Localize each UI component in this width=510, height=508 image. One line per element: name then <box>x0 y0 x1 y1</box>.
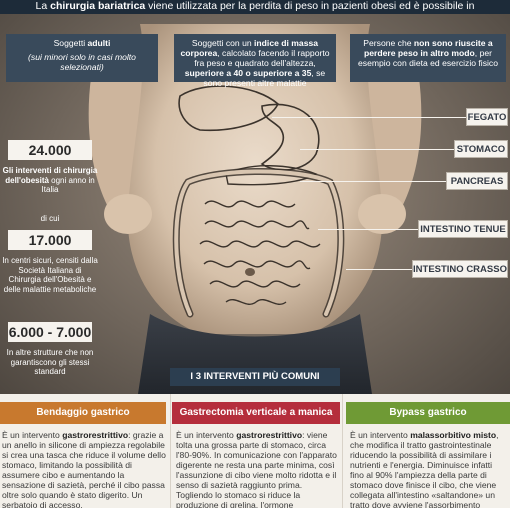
label-intestino-crasso: INTESTINO CRASSO <box>412 260 508 278</box>
infographic-header: La chirurgia bariatrica viene utilizzata… <box>0 0 510 14</box>
intervention-text-bendaggio: È un intervento gastrorestrittivo: grazi… <box>2 430 166 508</box>
stat-of-which: di cui <box>40 214 60 223</box>
criterion-bmi: Soggetti con un indice di massa corporea… <box>174 34 336 88</box>
column-divider <box>170 394 171 508</box>
intervention-header-bendaggio: Bendaggio gastrico <box>0 402 166 424</box>
label-intestino-tenue: INTESTINO TENUE <box>418 220 508 238</box>
label-stomaco: STOMACO <box>454 140 508 158</box>
stat-safe-centers-description: In centri sicuri, censiti dalla Società … <box>2 256 98 294</box>
intervention-text-bypass: È un intervento malassorbitivo misto, ch… <box>350 430 499 508</box>
label-pancreas: PANCREAS <box>446 172 508 190</box>
column-divider <box>342 394 343 508</box>
stat-other-structures: 6.000 - 7.000 <box>8 322 92 342</box>
stat-other-structures-description: In altre strutture che non garantiscono … <box>6 348 94 376</box>
label-fegato: FEGATO <box>466 108 508 126</box>
criterion-failed-weight-loss: Persone che non sono riuscite a perdere … <box>350 34 506 82</box>
intervention-header-gastrectomia: Gastrectomia verticale a manica <box>172 402 340 424</box>
stat-total-description: Gli interventi di chirurgia dell'obesità… <box>2 166 98 194</box>
stat-safe-centers: 17.000 <box>8 230 92 250</box>
leader-intestino-crasso <box>346 269 414 270</box>
criterion-adults: Soggetti adulti (sui minori solo in casi… <box>6 34 158 82</box>
stat-total-surgeries: 24.000 <box>8 140 92 160</box>
section-title: I 3 INTERVENTI PIÙ COMUNI <box>170 368 340 386</box>
leader-fegato <box>272 117 468 118</box>
leader-intestino-tenue <box>318 229 420 230</box>
intervention-header-bypass: Bypass gastrico <box>346 402 510 424</box>
leader-pancreas <box>300 181 448 182</box>
leader-stomaco <box>300 149 456 150</box>
intervention-text-gastrectomia: È un intervento gastrorestrittivo: viene… <box>176 430 337 508</box>
